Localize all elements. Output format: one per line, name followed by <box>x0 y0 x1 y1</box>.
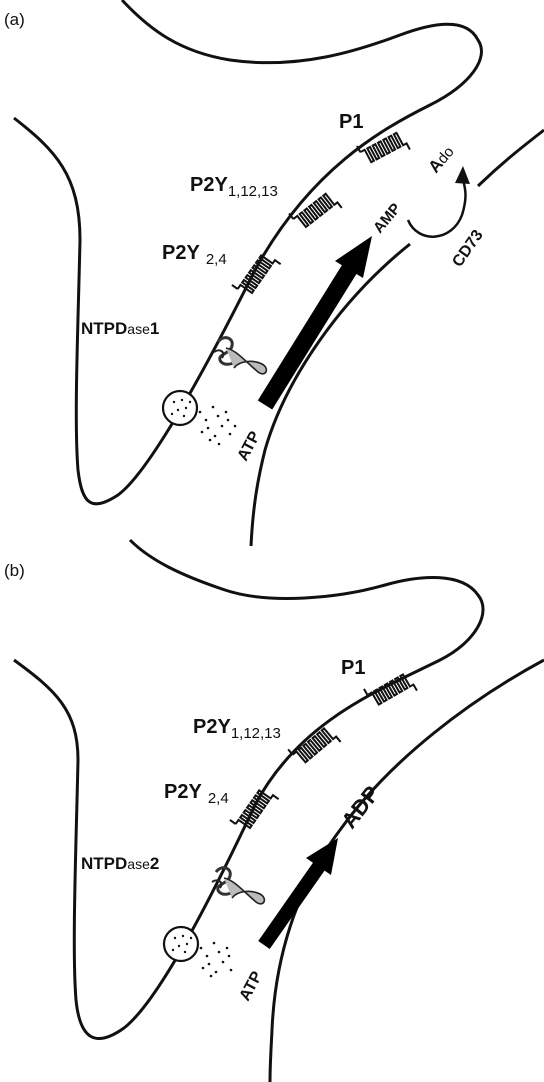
panel-a-p1-label: P1 <box>339 111 363 133</box>
panel-a-postsynaptic-membrane <box>478 130 544 186</box>
panel-a-ado-label: Ado <box>425 142 458 176</box>
panel-a-ntpdase1-label: NTPDase1 <box>81 319 159 338</box>
panel-a-released-atp-dots <box>199 406 237 446</box>
panel-a-p2y-2-4-receptor-icon <box>232 248 281 301</box>
panel-b-p2y-1-12-13-label: P2Y1,12,13 <box>193 716 281 742</box>
panel-b-ntpdase2-label: NTPDase2 <box>81 854 159 873</box>
panel-b-presynaptic-membrane <box>14 540 483 1039</box>
panel-b-ntpdase2-icon <box>212 868 264 904</box>
panel-a-hydrolysis-arrow <box>265 236 372 405</box>
panel-b-p1-receptor-icon <box>364 666 417 713</box>
panel-a-ntpdase1-icon <box>214 338 266 374</box>
panel-a-p2y-1-12-13-receptor-icon <box>289 186 342 236</box>
panel-a-presynaptic-membrane <box>14 0 481 504</box>
panel-b-hydrolysis-arrow <box>264 838 338 945</box>
panel-b-atp-label: ATP <box>237 968 267 1003</box>
panel-a-p2y-1-12-13-label: P2Y1,12,13 <box>190 174 278 200</box>
panel-a-vesicle-icon <box>163 391 197 425</box>
panel-a-cd73-label: CD73 <box>449 227 486 270</box>
panel-a-atp-label: ATP <box>235 428 265 463</box>
panel-b-p1-label: P1 <box>341 657 365 679</box>
panel-b-label: (b) <box>4 561 25 580</box>
panel-b-released-atp-dots <box>200 942 233 978</box>
panel-b-vesicle-icon <box>164 927 198 961</box>
panel-a-label: (a) <box>4 10 25 29</box>
panel-a: (a) <box>4 0 544 546</box>
panel-a-amp-label: AMP <box>370 200 404 236</box>
panel-b-p2y-1-12-13-receptor-icon <box>288 720 340 770</box>
panel-b-p2y-2-4-receptor-icon <box>230 783 279 836</box>
